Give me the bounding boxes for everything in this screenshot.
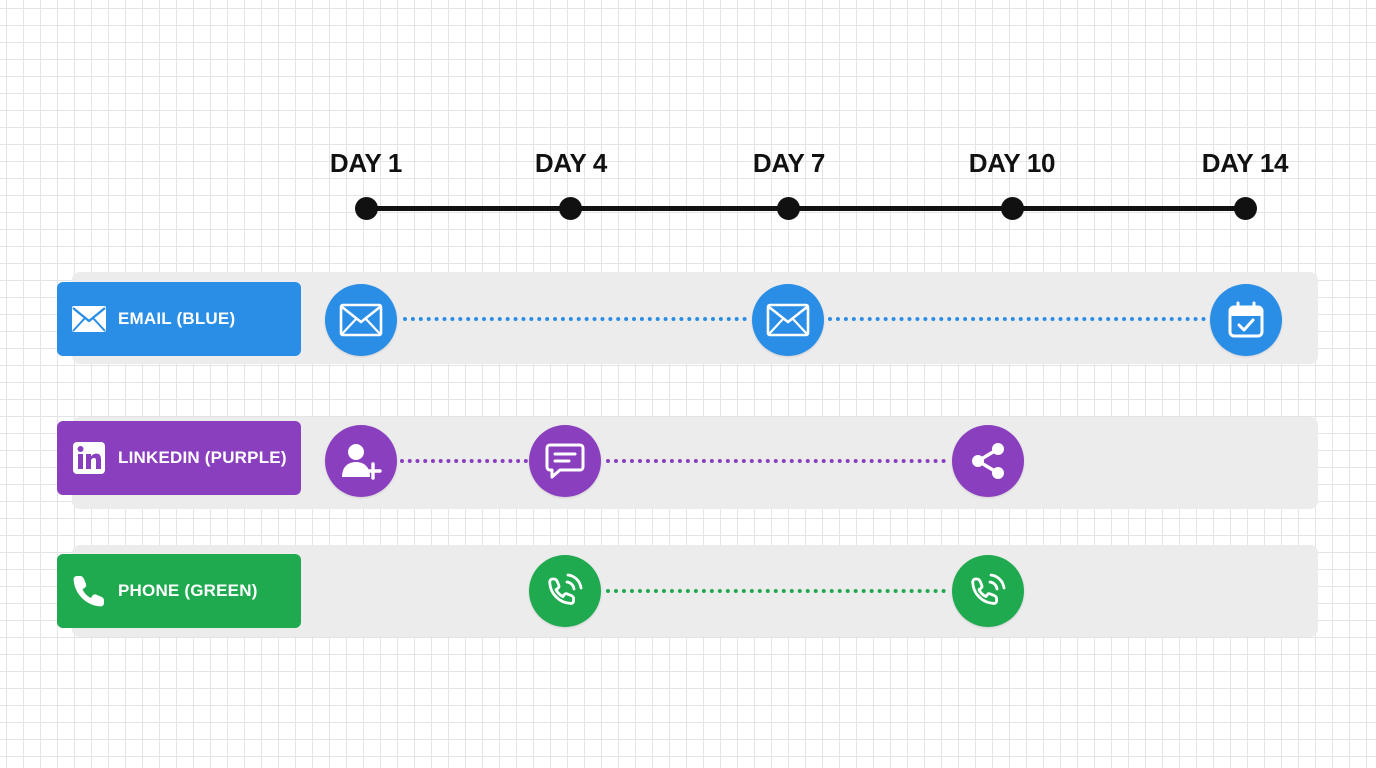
timeline-axis xyxy=(366,206,1245,211)
linkedin-step-day-1[interactable] xyxy=(325,425,397,497)
email-connector-2 xyxy=(828,317,1206,321)
linkedin-connector-2 xyxy=(606,459,946,463)
day-label-4: DAY 4 xyxy=(534,148,608,178)
phone-step-day-10[interactable] xyxy=(952,555,1024,627)
phone-call-icon xyxy=(544,570,586,612)
email-step-day-14[interactable] xyxy=(1210,284,1282,356)
timeline-dot-day-14 xyxy=(1234,197,1257,220)
phone-lane-label-text: PHONE (GREEN) xyxy=(118,581,258,600)
linkedin-connector-1 xyxy=(400,459,528,463)
email-lane-label: EMAIL (BLUE) xyxy=(57,282,301,356)
linkedin-step-day-4[interactable] xyxy=(529,425,601,497)
day-label-7: DAY 7 xyxy=(752,148,826,178)
message-icon xyxy=(545,442,585,480)
phone-connector-1 xyxy=(606,589,946,593)
calendar-check-icon xyxy=(1226,300,1266,340)
envelope-icon xyxy=(70,300,108,338)
email-step-day-7[interactable] xyxy=(752,284,824,356)
email-step-day-1[interactable] xyxy=(325,284,397,356)
phone-step-day-4[interactable] xyxy=(529,555,601,627)
envelope-icon xyxy=(766,303,810,337)
phone-icon xyxy=(70,572,108,610)
add-user-icon xyxy=(340,442,382,480)
share-icon xyxy=(968,441,1008,481)
linkedin-icon xyxy=(70,439,108,477)
email-connector-1 xyxy=(403,317,747,321)
timeline-dot-day-4 xyxy=(559,197,582,220)
day-label-10: DAY 10 xyxy=(968,148,1056,178)
phone-lane-label: PHONE (GREEN) xyxy=(57,554,301,628)
phone-call-icon xyxy=(967,570,1009,612)
timeline-dot-day-1 xyxy=(355,197,378,220)
day-label-1: DAY 1 xyxy=(329,148,403,178)
envelope-icon xyxy=(339,303,383,337)
email-lane-label-text: EMAIL (BLUE) xyxy=(118,309,236,328)
timeline-dot-day-7 xyxy=(777,197,800,220)
day-label-14: DAY 14 xyxy=(1201,148,1289,178)
linkedin-step-day-10[interactable] xyxy=(952,425,1024,497)
linkedin-lane-label-text: LINKEDIN (PURPLE) xyxy=(118,448,287,467)
timeline-dot-day-10 xyxy=(1001,197,1024,220)
linkedin-lane-label: LINKEDIN (PURPLE) xyxy=(57,421,301,495)
